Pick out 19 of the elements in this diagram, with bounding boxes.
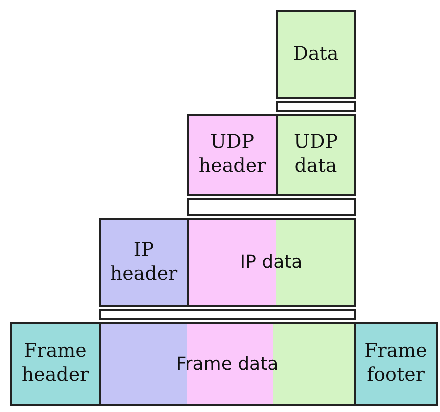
data-block [99,322,356,406]
block-label: Frame footer [364,340,428,388]
header-block [10,322,101,406]
divider-band [276,101,356,112]
block-label: Frame data [176,354,279,374]
block-label: Frame header [20,340,90,388]
divider-band [187,198,356,216]
divider-band [99,309,356,320]
block-label: Data [293,42,339,66]
header-block [354,322,438,406]
header-block [276,10,356,99]
block-label: IP data [240,252,303,273]
block-label: UDP header [198,131,268,179]
header-block [99,218,189,307]
block-label: UDP data [292,131,340,179]
block-label: IP header [109,238,179,286]
header-block [187,114,278,196]
data-block [187,218,356,307]
header-block [276,114,356,196]
